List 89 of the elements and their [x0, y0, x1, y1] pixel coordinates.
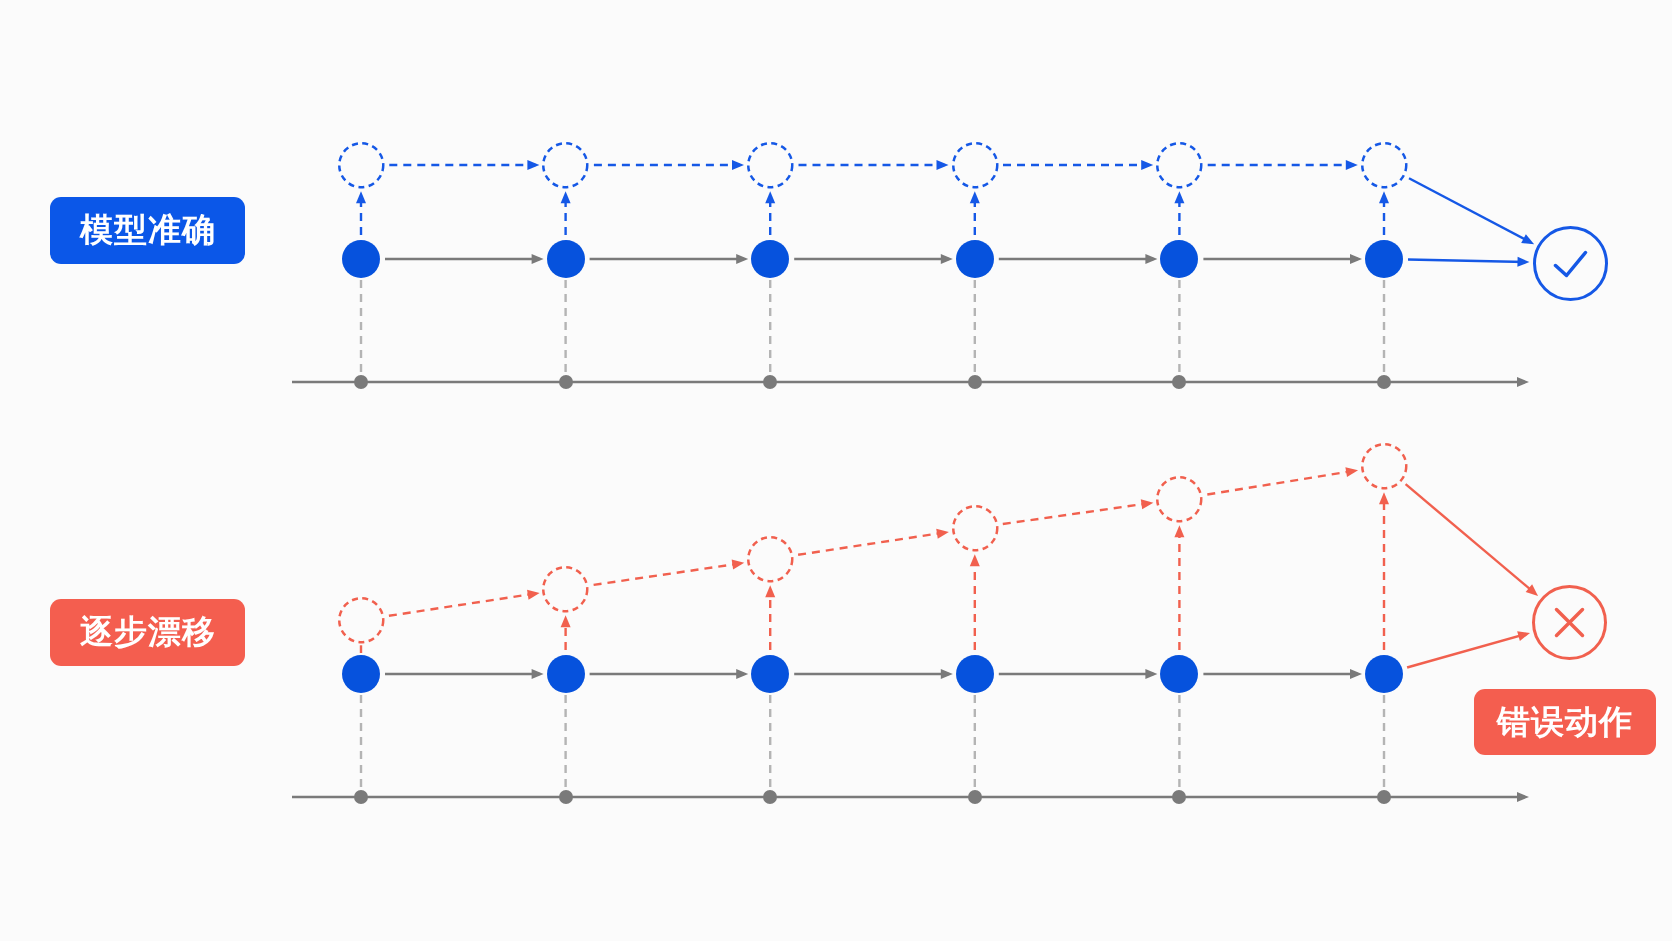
arrow: [385, 669, 544, 679]
dashed-arrow: [388, 589, 540, 617]
dashed-line: [564, 280, 567, 373]
dashed-line: [1178, 695, 1181, 788]
arrow: [385, 254, 544, 264]
axis-dot: [558, 375, 573, 389]
filled-dot: [1160, 655, 1199, 693]
arrow: [589, 669, 749, 679]
dashed-arrow: [765, 191, 776, 235]
arrow: [1407, 256, 1530, 267]
arrow: [1203, 254, 1362, 264]
dashed-circle: [1360, 141, 1408, 189]
dashed-arrow: [797, 528, 949, 556]
axis-dot: [967, 790, 982, 804]
check-icon: [1532, 225, 1608, 301]
dashed-line: [769, 280, 772, 373]
dashed-arrow: [593, 160, 744, 170]
dashed-line: [1178, 280, 1181, 373]
arrow: [1404, 483, 1539, 596]
axis-dot: [967, 375, 982, 389]
dashed-circle: [746, 535, 794, 583]
arrow: [1408, 177, 1535, 245]
dashed-line: [1382, 280, 1386, 373]
dashed-arrow: [1174, 525, 1185, 650]
axis-dot: [1377, 790, 1391, 804]
filled-dot: [1365, 655, 1403, 693]
dashed-circle: [542, 565, 589, 613]
axis-dot: [354, 375, 368, 389]
dashed-circle: [542, 141, 589, 189]
label-tag: 错误动作: [1474, 689, 1656, 755]
dashed-circle: [1156, 141, 1203, 189]
dashed-circle: [337, 141, 385, 189]
dashed-arrow: [1002, 499, 1154, 526]
axis-dot: [558, 790, 573, 804]
dashed-arrow: [560, 191, 571, 235]
arrow: [998, 254, 1158, 264]
filled-dot: [546, 240, 585, 278]
filled-dot: [1365, 240, 1403, 278]
dashed-arrow: [1207, 160, 1358, 170]
dashed-arrow: [356, 191, 366, 235]
dashed-circle: [951, 504, 999, 552]
axis-dot: [1172, 375, 1187, 389]
arrow: [589, 254, 749, 264]
dashed-line: [1382, 695, 1386, 788]
label-tag: 逐步漂移: [50, 599, 245, 666]
arrow: [1406, 631, 1531, 669]
dashed-arrow: [765, 585, 776, 650]
dashed-line: [359, 645, 363, 653]
axis-dot: [763, 790, 778, 804]
dashed-arrow: [1207, 467, 1359, 496]
filled-dot: [751, 240, 790, 278]
filled-dot: [751, 655, 790, 693]
axis-dot: [1172, 790, 1187, 804]
dashed-circle: [951, 141, 999, 189]
arrow: [794, 669, 953, 679]
dashed-arrow: [389, 160, 540, 170]
dashed-line: [973, 280, 976, 373]
filled-dot: [955, 655, 994, 693]
filled-dot: [955, 240, 994, 278]
dashed-circle: [337, 596, 385, 644]
cross-icon: [1531, 584, 1607, 660]
filled-dot: [546, 655, 585, 693]
dashed-arrow: [1003, 160, 1154, 170]
dashed-arrow: [798, 160, 949, 170]
dashed-arrow: [593, 559, 745, 587]
axis-dot: [354, 790, 368, 804]
dashed-circle: [1360, 442, 1408, 490]
dashed-circle: [1156, 475, 1203, 523]
arrow: [1203, 669, 1362, 679]
filled-dot: [342, 655, 380, 693]
dashed-line: [359, 280, 363, 373]
label-tag: 模型准确: [50, 197, 245, 264]
axis-dot: [763, 375, 778, 389]
dashed-line: [564, 695, 567, 788]
dashed-line: [973, 695, 976, 788]
filled-dot: [342, 240, 380, 278]
filled-dot: [1160, 240, 1199, 278]
dashed-arrow: [1379, 191, 1389, 235]
dashed-arrow: [1174, 191, 1185, 235]
arrow: [998, 669, 1158, 679]
dashed-line: [359, 695, 363, 788]
dashed-arrow: [1379, 492, 1389, 650]
dashed-circle: [746, 141, 794, 189]
dashed-arrow: [969, 191, 980, 235]
dashed-arrow: [969, 554, 980, 650]
dashed-line: [769, 695, 772, 788]
axis-dot: [1377, 375, 1391, 389]
arrow: [794, 254, 953, 264]
dashed-arrow: [560, 615, 571, 650]
